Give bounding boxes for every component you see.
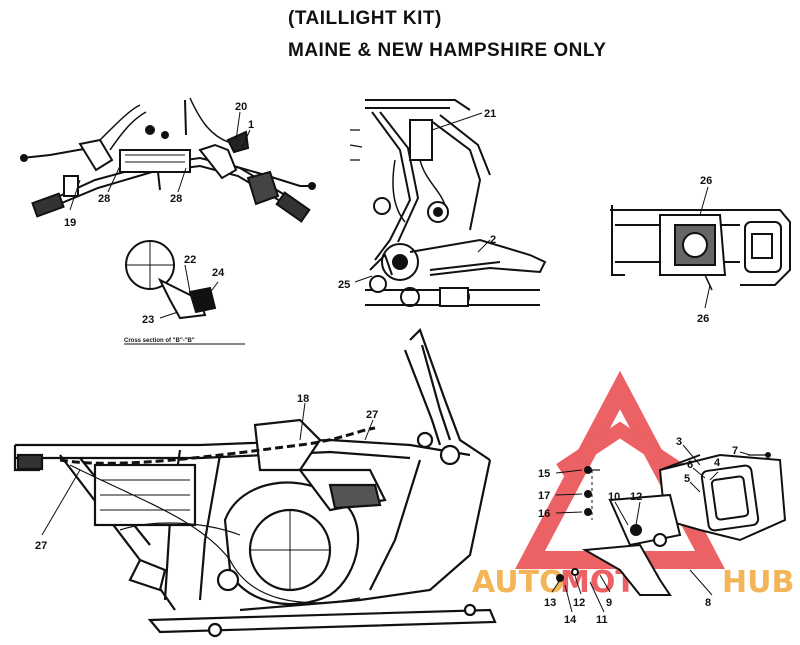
callout-10: 10 (608, 491, 620, 503)
callout-27-top: 27 (366, 409, 378, 421)
title-line-1: (TAILLIGHT KIT) (288, 8, 442, 29)
callout-24: 24 (212, 267, 225, 279)
rear-leaders (354, 112, 491, 283)
rear-fender-view (610, 205, 791, 291)
taillight-leaders (551, 444, 751, 613)
handlebar-assembly (20, 97, 316, 223)
cross-section-detail (125, 240, 219, 320)
rear-frame-view (349, 99, 547, 307)
watermark-auto: AUTO (472, 565, 565, 600)
callout-6: 6 (687, 459, 693, 471)
handlebar-leaders (69, 111, 251, 211)
callout-19: 19 (64, 217, 76, 229)
frame-leaders (41, 402, 374, 536)
callout-12-top: 12 (630, 491, 642, 503)
callout-20: 20 (235, 101, 247, 113)
watermark-hub: HUB (722, 565, 794, 600)
callout-26-bottom: 26 (697, 313, 709, 325)
callout-27-left: 27 (35, 540, 47, 552)
callout-1: 1 (248, 119, 254, 131)
callout-14: 14 (564, 614, 577, 626)
callout-13: 13 (544, 597, 556, 609)
callout-2: 2 (490, 234, 496, 246)
callout-22: 22 (184, 254, 196, 266)
callout-11: 11 (596, 614, 608, 626)
cross-section-caption: Cross section of "B"-"B" (124, 338, 195, 344)
callout-23: 23 (142, 314, 154, 326)
main-frame (13, 327, 497, 638)
callout-4: 4 (714, 457, 721, 469)
callout-9: 9 (606, 597, 612, 609)
callout-26-top: 26 (700, 175, 712, 187)
callout-21: 21 (484, 108, 496, 120)
fender-leaders (699, 186, 711, 309)
callout-15: 15 (538, 468, 550, 480)
callout-28-left: 28 (98, 193, 110, 205)
callout-3: 3 (676, 436, 682, 448)
title-line-2: MAINE & NEW HAMPSHIRE ONLY (288, 40, 607, 61)
callout-8: 8 (705, 597, 711, 609)
callout-28-right: 28 (170, 193, 182, 205)
callout-18: 18 (297, 393, 309, 405)
callout-5: 5 (684, 473, 690, 485)
taillight-exploded (556, 452, 787, 596)
callout-16: 16 (538, 508, 550, 520)
callout-7: 7 (732, 445, 738, 457)
callout-25: 25 (338, 279, 350, 291)
callout-12-bottom: 12 (573, 597, 585, 609)
callout-17: 17 (538, 490, 550, 502)
